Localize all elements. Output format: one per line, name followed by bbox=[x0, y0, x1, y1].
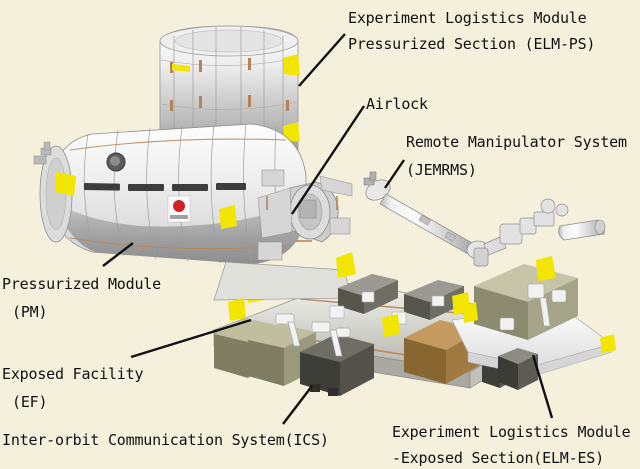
label-jemrms-line2: (JEMRMS) bbox=[406, 161, 477, 179]
jaxa-flag-decal bbox=[167, 195, 191, 223]
label-pm-line2: (PM) bbox=[12, 303, 48, 321]
label-elm-ps-line2: Pressurized Section (ELM-PS) bbox=[348, 35, 596, 53]
label-ef-line2: (EF) bbox=[12, 393, 48, 411]
label-pm-line1: Pressurized Module bbox=[2, 275, 161, 293]
label-elm-es-line2: -Exposed Section(ELM-ES) bbox=[392, 449, 604, 467]
label-jemrms-line1: Remote Manipulator System bbox=[406, 133, 627, 151]
jemrms-arm bbox=[363, 171, 606, 267]
label-elm-es-line1: Experiment Logistics Module bbox=[392, 423, 631, 441]
label-airlock: Airlock bbox=[366, 95, 428, 113]
label-elm-ps-line1: Experiment Logistics Module bbox=[348, 9, 587, 27]
payload-box-dark bbox=[338, 274, 398, 314]
pressurized-module bbox=[33, 123, 307, 265]
payload-box-dark bbox=[404, 280, 464, 320]
label-ics: Inter-orbit Communication System(ICS) bbox=[2, 431, 329, 449]
handrail-marker bbox=[55, 172, 237, 229]
label-ef-line1: Exposed Facility bbox=[2, 365, 144, 383]
handrail-marker bbox=[462, 256, 616, 353]
